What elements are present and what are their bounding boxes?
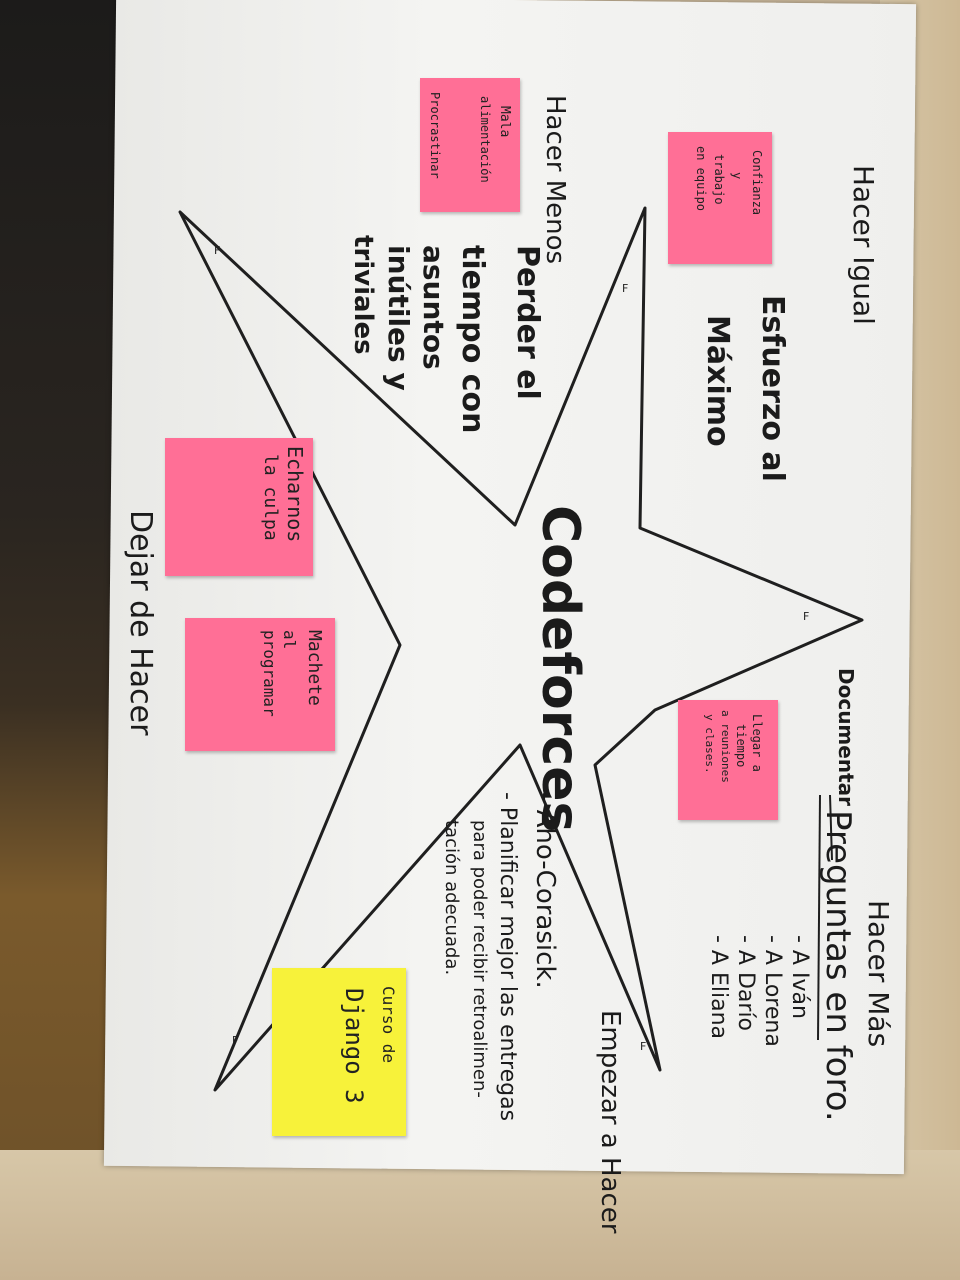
underline-stroke — [829, 794, 833, 861]
item-perder-line4: inútiles y — [382, 245, 415, 391]
item-perder-line2: tiempo con — [455, 245, 490, 434]
section-hacer-menos: Hacer Menos — [540, 95, 570, 265]
item-esfuerzo-line1: Esfuerzo al — [755, 295, 790, 482]
item-preguntas-prefix: Documentar — [834, 668, 858, 806]
star-point-mark: F — [214, 244, 220, 257]
section-hacer-igual: Hacer Igual — [847, 165, 880, 325]
star-outline — [178, 206, 864, 1092]
item-empezar-3: para poder recibir retroalimen- — [469, 820, 490, 1098]
section-empezar-a-hacer: Empezar a Hacer — [595, 1010, 625, 1234]
item-preguntas-title: Preguntas en foro. — [818, 810, 858, 1122]
center-title: Codeforces — [530, 505, 590, 833]
sticky-note-llegar-a-tiempo: Llegar a tiempo a reuniones y clases. — [678, 700, 778, 820]
item-empezar-2: - Planificar mejor las entregas — [495, 792, 520, 1122]
sticky-note-curso-django: Curso de Django 3 — [272, 968, 406, 1136]
item-perder-line5: triviales — [348, 235, 378, 355]
star-point-mark: F — [640, 1040, 646, 1053]
sticky-note-confianza: Confianza y trabajo en equipo — [668, 132, 772, 264]
sticky-note-machete: Machete al programar — [185, 618, 335, 751]
star-point-mark: F — [232, 1034, 238, 1047]
item-perder-line1: Perder el — [510, 245, 545, 400]
star-point-mark: F — [622, 282, 628, 295]
item-preguntas-1: - A Iván — [787, 935, 812, 1019]
sticky-note-mala-alimentacion: Mala alimentación Procrastinar — [420, 78, 520, 212]
item-perder-line3: asuntos — [417, 245, 450, 370]
item-preguntas-3: - A Darío — [733, 935, 758, 1032]
divider-stroke — [817, 794, 821, 1041]
section-hacer-mas: Hacer Más — [862, 900, 895, 1048]
item-preguntas-2: - A Lorena — [760, 935, 785, 1047]
item-empezar-4: tación adecuada. — [441, 820, 462, 976]
item-preguntas-4: - A Eliana — [706, 935, 731, 1040]
star-point-mark: F — [803, 610, 809, 623]
item-empezar-1: - Aho-Corasick. — [530, 792, 560, 989]
section-dejar-de-hacer: Dejar de Hacer — [123, 510, 158, 736]
item-esfuerzo-line2: Máximo — [700, 315, 735, 447]
sticky-note-echarnos-la-culpa: Echarnos la culpa — [165, 438, 313, 576]
